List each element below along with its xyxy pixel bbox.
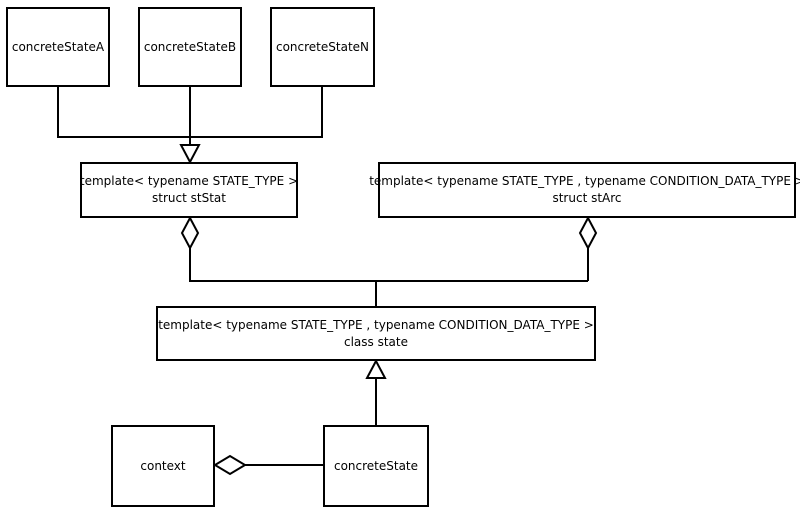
connector-concreteStateN (190, 87, 323, 138)
aggregation-diamond (213, 454, 247, 476)
class-box-stArc: template< typename STATE_TYPE , typename… (369, 162, 800, 218)
class-label: class state (343, 334, 408, 349)
class-box-context: context (111, 425, 215, 507)
class-box-concreteStateN: concreteStateN (270, 7, 375, 87)
generalization-arrowhead (179, 144, 201, 165)
template-signature: template< typename STATE_TYPE > (79, 174, 299, 188)
class-label: concreteStateA (11, 39, 105, 54)
class-label: concreteState (333, 458, 419, 473)
class-box-concreteStateB: concreteStateB (138, 7, 242, 87)
class-box-state: template< typename STATE_TYPE , typename… (156, 306, 596, 361)
template-signature: template< typename STATE_TYPE , typename… (369, 174, 800, 188)
class-label: struct stStat (152, 191, 226, 205)
connector-concreteStateA (57, 87, 190, 138)
aggregation-diamond (578, 215, 598, 251)
class-label: struct stArc (552, 191, 622, 205)
class-box-stStat: template< typename STATE_TYPE > struct s… (80, 162, 298, 218)
class-box-concreteState: concreteState (323, 425, 429, 507)
class-box-concreteStateA: concreteStateA (6, 7, 110, 87)
class-label: context (140, 458, 186, 473)
aggregation-diamond (180, 215, 200, 251)
template-signature: template< typename STATE_TYPE , typename… (158, 317, 594, 332)
class-label: concreteStateN (275, 39, 370, 54)
class-label: concreteStateB (143, 39, 237, 54)
generalization-arrowhead (365, 358, 387, 379)
connector-stStat (189, 248, 588, 282)
